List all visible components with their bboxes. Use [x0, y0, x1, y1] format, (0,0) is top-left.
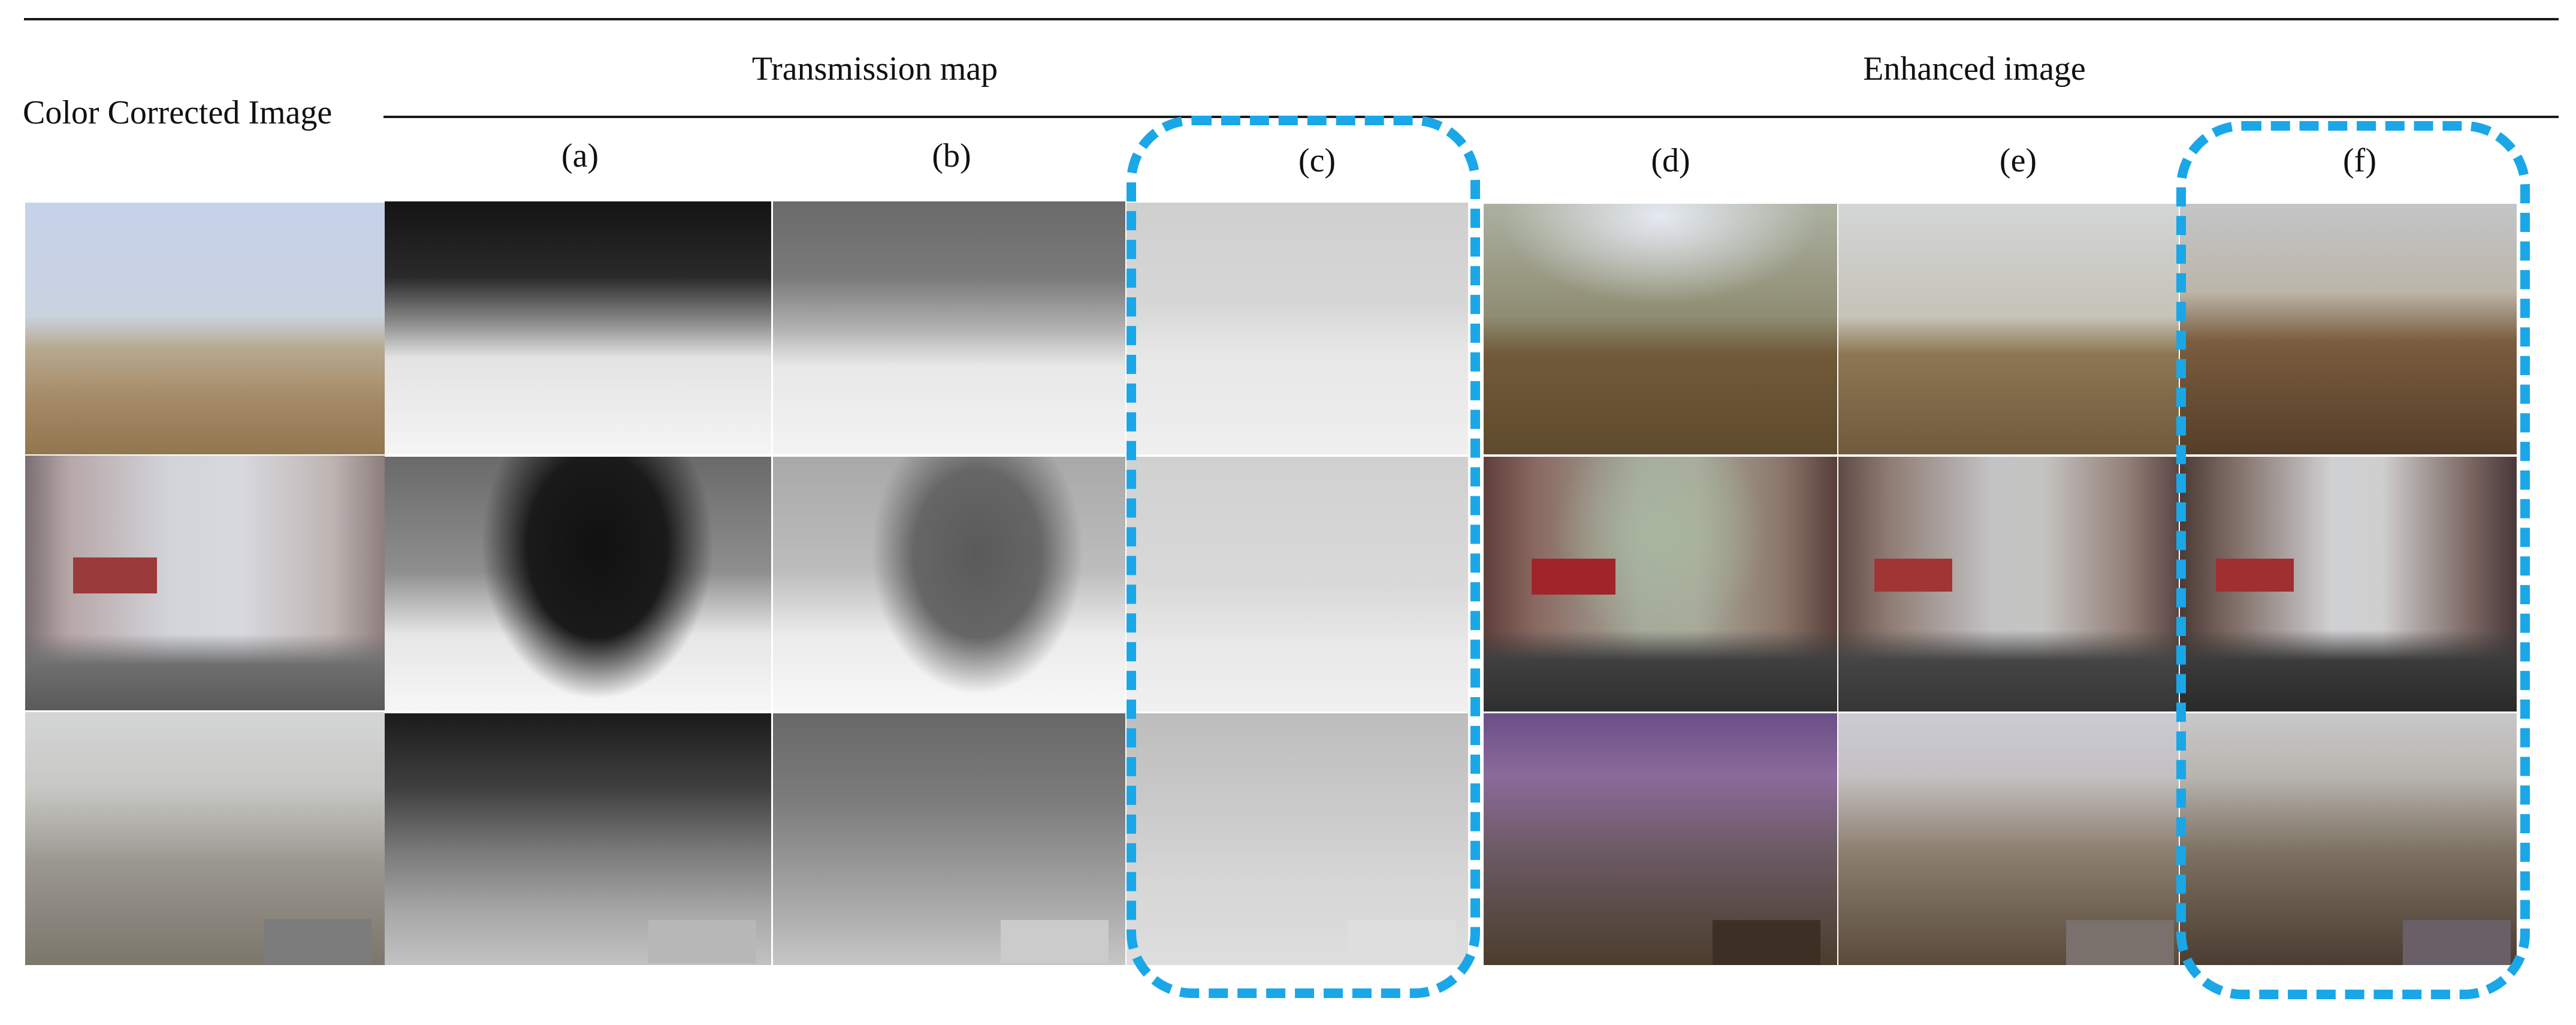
- grey-patch: [2066, 920, 2174, 965]
- enhanced-image-e-desert: [1838, 204, 2179, 454]
- enhanced-image-e-street: [1838, 457, 2179, 712]
- color-corrected-image-desert: [25, 203, 385, 454]
- enhanced-image-d-street: [1484, 457, 1837, 712]
- transmission-map-c-desert: [1127, 203, 1468, 454]
- transmission-map-a-aerial: [385, 713, 771, 965]
- sign-shape: [2216, 559, 2294, 592]
- transmission-map-b-street: [773, 457, 1125, 712]
- column-label-d: (d): [1651, 142, 1690, 179]
- column-label-e: (e): [1999, 142, 2037, 179]
- color-corrected-image-street: [25, 456, 385, 710]
- transmission-map-b-aerial: [773, 713, 1125, 965]
- column-label-c: (c): [1298, 142, 1336, 179]
- transmission-map-a-desert: [385, 201, 771, 454]
- top-rule: [24, 18, 2559, 20]
- transmission-map-b-desert: [773, 201, 1125, 454]
- color-corrected-image-aerial: [25, 712, 385, 965]
- grey-patch: [2403, 920, 2511, 965]
- group-label-transmission: Transmission map: [751, 50, 998, 88]
- enhanced-image-d-desert: [1484, 204, 1837, 454]
- enhanced-image-f-aerial: [2180, 713, 2517, 965]
- row-header-label: Color Corrected Image: [23, 94, 333, 131]
- sign-shape: [1532, 559, 1615, 595]
- column-label-a: (a): [561, 137, 599, 174]
- transmission-map-c-aerial: [1127, 713, 1468, 965]
- column-label-f: (f): [2343, 142, 2376, 179]
- column-label-b: (b): [932, 137, 971, 174]
- grey-patch: [1001, 920, 1109, 963]
- grey-patch: [1348, 920, 1456, 963]
- dark-patch: [1713, 920, 1820, 965]
- enhanced-image-e-aerial: [1838, 713, 2179, 965]
- transmission-map-a-street: [385, 457, 771, 712]
- grey-patch: [648, 920, 756, 963]
- enhanced-image-f-street: [2180, 457, 2517, 712]
- sign-shape: [73, 557, 157, 593]
- enhanced-image-f-desert: [2180, 204, 2517, 454]
- group-label-enhanced: Enhanced image: [1863, 50, 2086, 88]
- grey-patch: [264, 919, 372, 964]
- enhanced-image-d-aerial: [1484, 713, 1837, 965]
- sign-shape: [1874, 559, 1952, 592]
- group-rule: [383, 116, 2559, 118]
- transmission-map-c-street: [1127, 457, 1468, 712]
